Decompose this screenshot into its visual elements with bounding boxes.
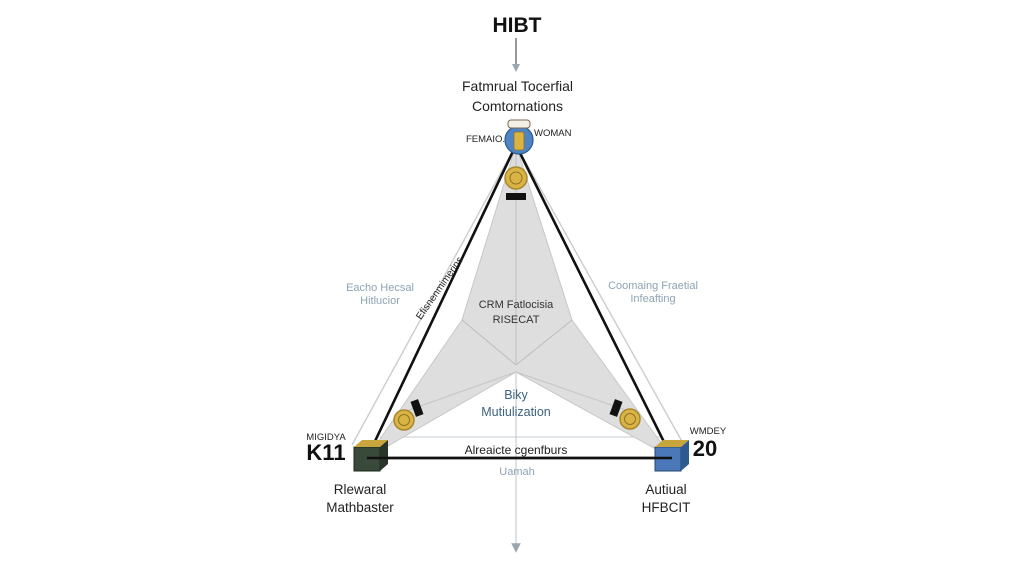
side-tick-right [609, 399, 623, 417]
center-blue-label: Biky Mutiulization [466, 387, 566, 421]
faint-line-left [351, 144, 517, 446]
coin-icon [619, 408, 641, 430]
right-corner-tag: WMDEY [689, 426, 727, 437]
right-bottom-line1: Autiual [645, 482, 687, 497]
top-left-tag: FEMAIO. [465, 134, 505, 145]
top-right-tag: WOMAN [534, 128, 572, 139]
top-node-icon [504, 119, 534, 155]
left-side-faint-line2: Hitlucior [360, 295, 400, 307]
center-label: CRM Fatlocisia RISECAT [466, 298, 566, 328]
below-bottom-faint-label: Uamah [499, 466, 535, 478]
right-side-faint-line1: Coomaing Fraetial [608, 280, 698, 292]
box-left-icon [353, 440, 388, 472]
right-side-faint-line2: Infeafting [630, 293, 676, 305]
spoke-left [461, 319, 517, 366]
left-corner-tag: MIGIDYA [306, 432, 346, 443]
center-line2: RISECAT [492, 314, 540, 326]
faint-line-right [515, 144, 685, 446]
left-side-faint-line1: Eacho Hecsal [346, 282, 414, 294]
center-line1: CRM Fatlocisia [478, 299, 554, 311]
bottom-edge-label: Alreaicte cgenfburs [464, 443, 568, 457]
right-corner-number: 20 [692, 436, 718, 461]
center-blue-line2: Mutiulization [481, 405, 551, 419]
left-bottom-label: Rlewaral Mathbaster [300, 481, 420, 517]
right-side-faint-label: Coomaing Fraetial Infeafting [598, 280, 708, 306]
coin-icon [504, 166, 528, 190]
coin-icon [393, 409, 415, 431]
left-side-faint-label: Eacho Hecsal Hitlucior [330, 282, 430, 308]
right-bottom-line2: HFBCIT [641, 500, 691, 515]
left-bottom-line2: Mathbaster [326, 500, 394, 515]
side-tick-left [410, 399, 424, 417]
top-subtitle-line1: Fatmrual Tocerfial [461, 78, 573, 94]
diagram-title: HIBT [492, 14, 542, 37]
top-subtitle: Fatmrual Tocerfial Comtornations [430, 76, 605, 116]
right-bottom-label: Autiual HFBCIT [616, 481, 716, 517]
left-bottom-line1: Rlewaral [333, 482, 387, 497]
left-corner-number: K11 [306, 440, 346, 465]
center-blue-line1: Biky [504, 388, 528, 402]
side-tick-top [506, 193, 526, 200]
top-subtitle-line2: Comtornations [471, 98, 564, 114]
spoke-right [515, 319, 573, 366]
